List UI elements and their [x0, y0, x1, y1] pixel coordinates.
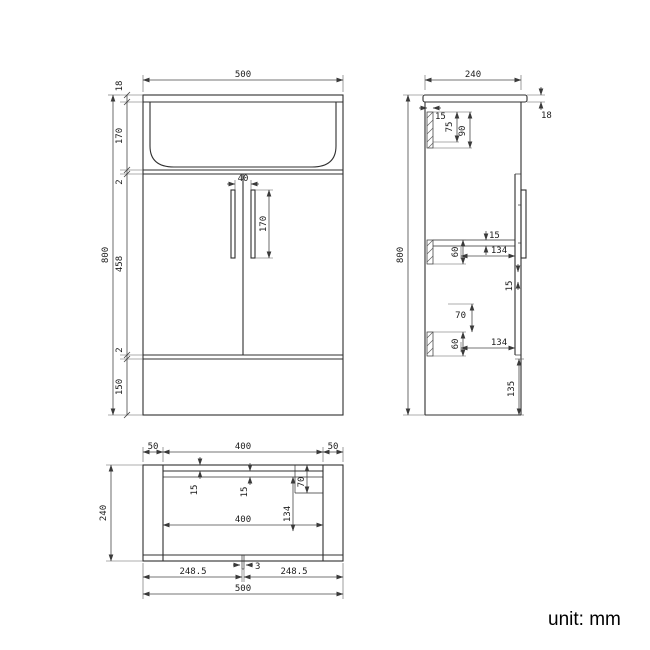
front-dim-458: 458 — [115, 256, 125, 272]
plan-dim-248-right: 248.5 — [280, 567, 307, 577]
front-dim-gap-top: 2 — [115, 179, 125, 184]
unit-label: unit: mm — [548, 609, 621, 630]
side-dim-upper-60: 60 — [451, 247, 461, 258]
plan-dim-15-a: 15 — [190, 485, 200, 496]
side-dim-135: 135 — [507, 381, 517, 397]
lower-rail-section — [426, 331, 434, 357]
upper-rail-section — [426, 239, 434, 265]
front-dim-handle-gap: 40 — [238, 174, 249, 184]
plan-dim-width: 500 — [235, 584, 251, 594]
side-dim-90: 90 — [458, 126, 468, 137]
side-dim-top-thickness: 18 — [541, 111, 552, 121]
side-dim-70: 70 — [455, 311, 466, 321]
front-dim-150: 150 — [115, 379, 125, 395]
handle-profile — [520, 189, 527, 259]
plan-dim-134: 134 — [283, 506, 293, 522]
countertop-profile — [422, 94, 528, 103]
front-dim-width: 500 — [235, 70, 251, 80]
plan-dim-15-b: 15 — [240, 487, 250, 498]
front-view-dimensions: 500 18 170 2 458 2 150 800 40 — [101, 70, 344, 419]
front-dim-handle-length: 170 — [259, 216, 269, 232]
front-dim-height: 800 — [101, 247, 111, 263]
door-handle-right — [250, 189, 256, 259]
plan-view-dimensions: 50 400 50 240 15 15 70 400 134 3 248.5 — [99, 442, 344, 599]
plan-dim-50-right: 50 — [328, 442, 339, 452]
front-dim-18: 18 — [115, 81, 125, 92]
side-dim-shelf-15: 15 — [489, 231, 500, 241]
side-dim-height: 800 — [396, 247, 406, 263]
side-dim-lower-134: 134 — [491, 338, 507, 348]
door-handle-left — [230, 189, 236, 259]
basin-outline — [149, 102, 337, 168]
plan-dim-depth: 240 — [99, 505, 109, 521]
side-dim-75: 75 — [445, 122, 455, 133]
plan-dim-400-inner: 400 — [235, 515, 251, 525]
plan-dim-248-left: 248.5 — [179, 567, 206, 577]
side-dim-lower-60: 60 — [451, 339, 461, 350]
side-dim-depth: 240 — [465, 70, 481, 80]
side-dim-upper-134: 134 — [491, 246, 507, 256]
plan-view — [142, 464, 344, 570]
side-view-dimensions: 240 800 18 15 75 90 60 15 134 — [396, 70, 552, 416]
plan-dim-400-top: 400 — [235, 442, 251, 452]
side-view — [422, 94, 528, 416]
plan-dim-50-left: 50 — [148, 442, 159, 452]
plan-dim-70: 70 — [297, 477, 307, 488]
front-dim-gap-bottom: 2 — [115, 347, 125, 352]
front-view — [142, 94, 344, 416]
front-dim-170: 170 — [115, 128, 125, 144]
back-panel-section — [426, 111, 434, 149]
side-dim-door-15: 15 — [505, 281, 515, 292]
side-dim-back-15: 15 — [435, 112, 446, 122]
plan-dim-gap-3: 3 — [255, 562, 260, 572]
